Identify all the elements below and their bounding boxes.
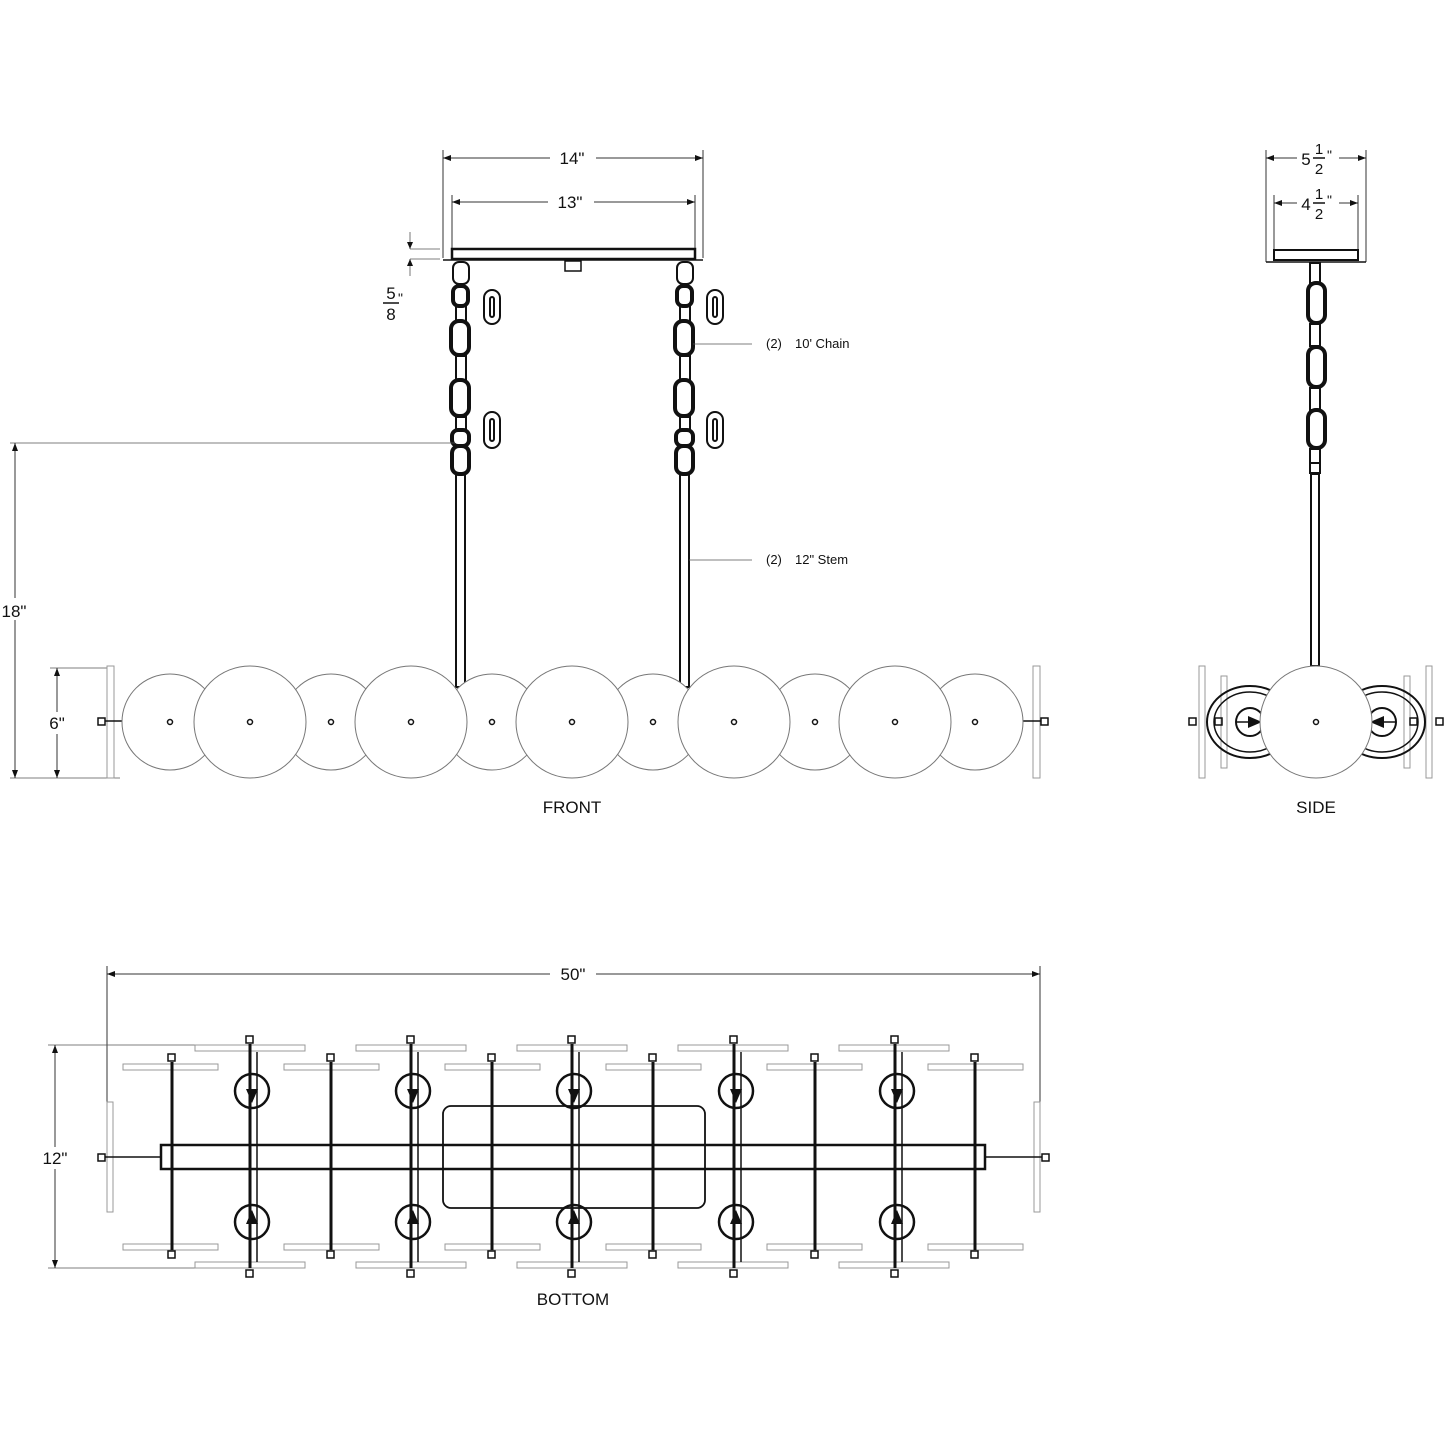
dim-canopy-outer-label: 14": [560, 149, 585, 168]
dim-side-outer-whole: 5: [1301, 150, 1310, 169]
dim-canopy-inner: 13": [451, 190, 696, 248]
dim-side-inner-unit: ": [1327, 192, 1332, 208]
bottom-end-caps: [97, 1101, 1050, 1213]
dim-side-inner-denominator: 2: [1315, 206, 1323, 223]
front-view: 14" 13" 5 8 ": [0, 146, 1049, 817]
side-view-label: SIDE: [1296, 798, 1336, 817]
dim-side-outer-numerator: 1: [1315, 141, 1323, 158]
dim-overall-drop: 18": [0, 442, 455, 779]
chain-callout-label: 10' Chain: [795, 336, 850, 351]
side-view: 5 1 2 " 4 1 2 ": [1188, 138, 1444, 817]
chain-callout: (2) 10' Chain: [693, 336, 850, 351]
dim-overall-length-label: 50": [561, 965, 586, 984]
dim-overall-depth: 12": [36, 1044, 248, 1269]
dim-canopy-height-numerator: 5: [386, 284, 395, 303]
chain-callout-qty: (2): [766, 336, 782, 351]
stem-callout: (2) 12" Stem: [689, 552, 848, 567]
disc-centers: [166, 718, 979, 726]
dim-side-inner: 4 1 2 ": [1273, 183, 1359, 250]
chain-right: [673, 261, 724, 476]
dim-canopy-inner-label: 13": [558, 193, 583, 212]
bottom-short-arms: [167, 1053, 979, 1259]
dim-canopy-height-unit: ": [398, 290, 403, 306]
stem-callout-label: 12" Stem: [795, 552, 848, 567]
bottom-canopy-outline: [442, 1105, 706, 1209]
dim-canopy-height: 5 8 ": [383, 232, 440, 324]
dim-overall-depth-label: 12": [43, 1149, 68, 1168]
dim-canopy-outer: 14": [442, 146, 704, 258]
dim-side-inner-whole: 4: [1301, 195, 1310, 214]
stem-callout-qty: (2): [766, 552, 782, 567]
side-fixture: [1188, 665, 1444, 779]
chain-left: [449, 261, 501, 476]
dim-side-outer: 5 1 2 ": [1265, 138, 1367, 262]
front-view-label: FRONT: [543, 798, 602, 817]
side-canopy: [1266, 249, 1366, 263]
canopy: [443, 247, 703, 272]
glass-disc: [515, 665, 629, 779]
dim-overall-drop-label: 18": [2, 602, 27, 621]
glass-disc: [354, 665, 468, 779]
glass-disc: [193, 665, 307, 779]
glass-disc: [838, 665, 952, 779]
dim-fixture-height: 6": [42, 667, 110, 778]
side-glass-disc: [1259, 665, 1373, 779]
stems: [455, 473, 690, 688]
bottom-view-label: BOTTOM: [537, 1290, 609, 1309]
side-chain: [1306, 262, 1327, 667]
dim-canopy-height-denominator: 8: [386, 305, 395, 324]
end-caps: [97, 665, 1049, 779]
bottom-view: 50" 12": [36, 962, 1050, 1309]
dim-side-outer-unit: ": [1327, 147, 1332, 163]
dim-overall-length: 50": [106, 962, 1041, 1110]
bottom-long-arms: [233, 1035, 916, 1278]
dim-fixture-height-label: 6": [49, 714, 65, 733]
bottom-main-bar: [159, 1143, 987, 1171]
glass-discs: [121, 665, 1024, 779]
dim-side-outer-denominator: 2: [1315, 161, 1323, 178]
glass-disc: [677, 665, 791, 779]
dim-side-inner-numerator: 1: [1315, 186, 1323, 203]
